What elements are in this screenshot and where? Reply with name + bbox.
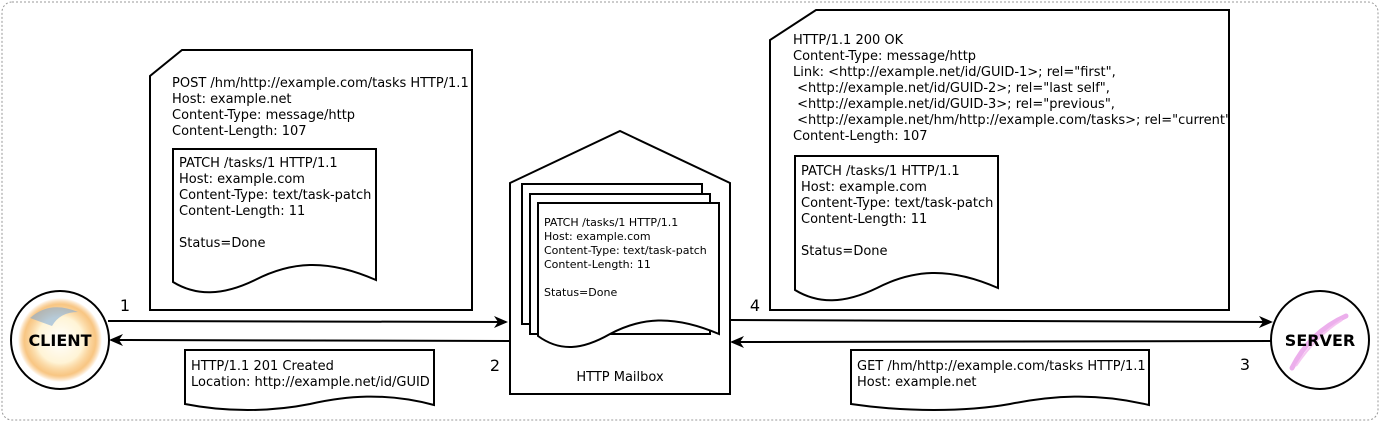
post-request-text: POST /hm/http://example.com/tasks HTTP/1… [172, 76, 473, 139]
patch-line: PATCH /tasks/1 HTTP/1.1 [179, 156, 338, 171]
created-line: Location: http://example.net/id/GUID [191, 375, 430, 390]
patch-line: Host: example.com [179, 172, 305, 187]
mailbox-line: Host: example.com [544, 230, 651, 243]
get-line: GET /hm/http://example.com/tasks HTTP/1.… [857, 359, 1146, 374]
get-request-text: GET /hm/http://example.com/tasks HTTP/1.… [857, 359, 1150, 390]
mailbox-line: Content-Type: text/task-patch [544, 244, 707, 257]
ok-line: HTTP/1.1 200 OK [793, 33, 904, 48]
patch-embedded-text: PATCH /tasks/1 HTTP/1.1 Host: example.co… [179, 156, 376, 251]
client-label: CLIENT [28, 331, 91, 350]
server-label: SERVER [1285, 331, 1355, 350]
server-node: SERVER [1270, 290, 1370, 390]
patch-embedded-document-response [794, 155, 999, 302]
patch-line: Status=Done [801, 244, 888, 259]
http-mailbox: PATCH /tasks/1 HTTP/1.1 Host: example.co… [509, 129, 731, 395]
feather-icon [1289, 313, 1349, 371]
mailbox-line: PATCH /tasks/1 HTTP/1.1 [544, 216, 678, 229]
patch-line: Host: example.com [801, 180, 927, 195]
ok-line: Link: <http://example.net/id/GUID-1>; re… [793, 65, 1116, 80]
step-4-label: 4 [750, 296, 760, 315]
patch-embedded-document [172, 148, 377, 294]
mailbox-line: Status=Done [544, 286, 617, 299]
client-node: CLIENT [10, 290, 110, 390]
ok-response-text: HTTP/1.1 200 OK Content-Type: message/ht… [793, 33, 1235, 144]
arrow-mailbox-to-server [729, 315, 1273, 328]
step-3-label: 3 [1240, 355, 1250, 374]
arrow-server-to-mailbox [730, 335, 1272, 348]
post-line: Content-Length: 107 [172, 124, 307, 139]
step-1-label: 1 [120, 296, 130, 315]
get-document-shape [850, 349, 1150, 411]
mailbox-line: Content-Length: 11 [544, 258, 651, 271]
globe-swirl-icon [30, 307, 78, 326]
arrow-mailbox-to-client [109, 334, 511, 347]
mailbox-message [537, 202, 720, 348]
post-line: Host: example.net [172, 92, 292, 107]
ok-line: <http://example.net/id/GUID-2>; rel="las… [793, 81, 1110, 96]
created-line: HTTP/1.1 201 Created [191, 359, 334, 374]
created-response-text: HTTP/1.1 201 Created Location: http://ex… [191, 359, 430, 390]
patch-line: PATCH /tasks/1 HTTP/1.1 [801, 164, 960, 179]
get-request-document: GET /hm/http://example.com/tasks HTTP/1.… [850, 349, 1150, 411]
ok-line: Content-Type: message/http [793, 49, 976, 64]
arrow-client-to-mailbox [107, 315, 508, 328]
ok-response-document: HTTP/1.1 200 OK Content-Type: message/ht… [769, 9, 1235, 311]
patch-line: Content-Type: text/task-patch [179, 188, 371, 203]
created-document-shape [184, 349, 435, 411]
patch-embedded-text-response: PATCH /tasks/1 HTTP/1.1 Host: example.co… [801, 164, 998, 259]
patch-line: Content-Length: 11 [179, 204, 305, 219]
created-response-document: HTTP/1.1 201 Created Location: http://ex… [184, 349, 435, 411]
step-2-label: 2 [490, 356, 500, 375]
mailbox-message-text: PATCH /tasks/1 HTTP/1.1 Host: example.co… [544, 216, 710, 299]
ok-line: <http://example.net/id/GUID-3>; rel="pre… [793, 97, 1115, 112]
post-request-document: POST /hm/http://example.com/tasks HTTP/1… [149, 49, 473, 311]
post-line: Content-Type: message/http [172, 108, 355, 123]
ok-line: Content-Length: 107 [793, 129, 928, 144]
get-line: Host: example.net [857, 375, 977, 390]
patch-line: Content-Length: 11 [801, 212, 927, 227]
patch-line: Status=Done [179, 236, 266, 251]
post-line: POST /hm/http://example.com/tasks HTTP/1… [172, 76, 469, 91]
patch-line: Content-Type: text/task-patch [801, 196, 993, 211]
feather-quill-icon [1295, 319, 1343, 367]
mailbox-label: HTTP Mailbox [576, 370, 664, 385]
ok-line: <http://example.net/hm/http://example.co… [793, 113, 1231, 128]
